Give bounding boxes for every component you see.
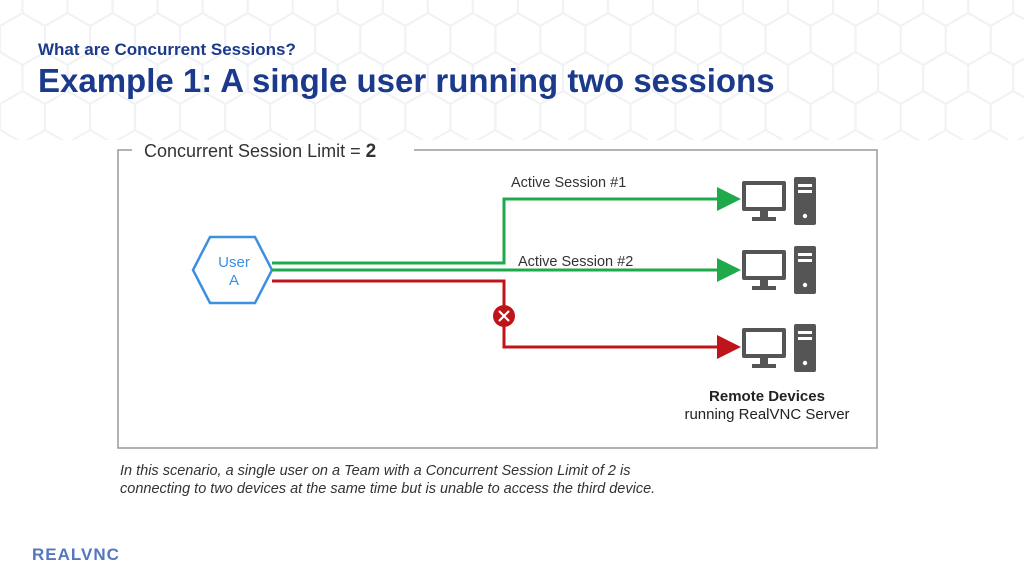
- hexagon-background-pattern: [0, 0, 1024, 140]
- limit-frame: [117, 149, 878, 449]
- page-subtitle: What are Concurrent Sessions?: [38, 40, 296, 59]
- session-1-label: Active Session #1: [511, 175, 626, 191]
- limit-label: Concurrent Session Limit = 2: [144, 141, 376, 162]
- page-title: Example 1: A single user running two ses…: [38, 62, 775, 99]
- remote-device-2-icon: [742, 246, 816, 294]
- devices-subtitle: running RealVNC Server: [684, 406, 849, 423]
- scenario-caption: In this scenario, a single user on a Tea…: [120, 463, 656, 497]
- background-hexagon: [989, 89, 1024, 140]
- devices-title: Remote Devices: [709, 388, 825, 405]
- user-label-line1: User: [218, 254, 250, 271]
- realvnc-logo: REALVNC: [32, 545, 120, 564]
- remote-device-3-icon: [742, 324, 816, 372]
- blocked-x-icon: [493, 305, 515, 327]
- session-1-line: [272, 187, 741, 265]
- user-label-line2: A: [229, 272, 239, 289]
- user-hexagon: [191, 235, 274, 305]
- session-2-label: Active Session #2: [518, 254, 633, 270]
- remote-device-1-icon: [742, 177, 816, 225]
